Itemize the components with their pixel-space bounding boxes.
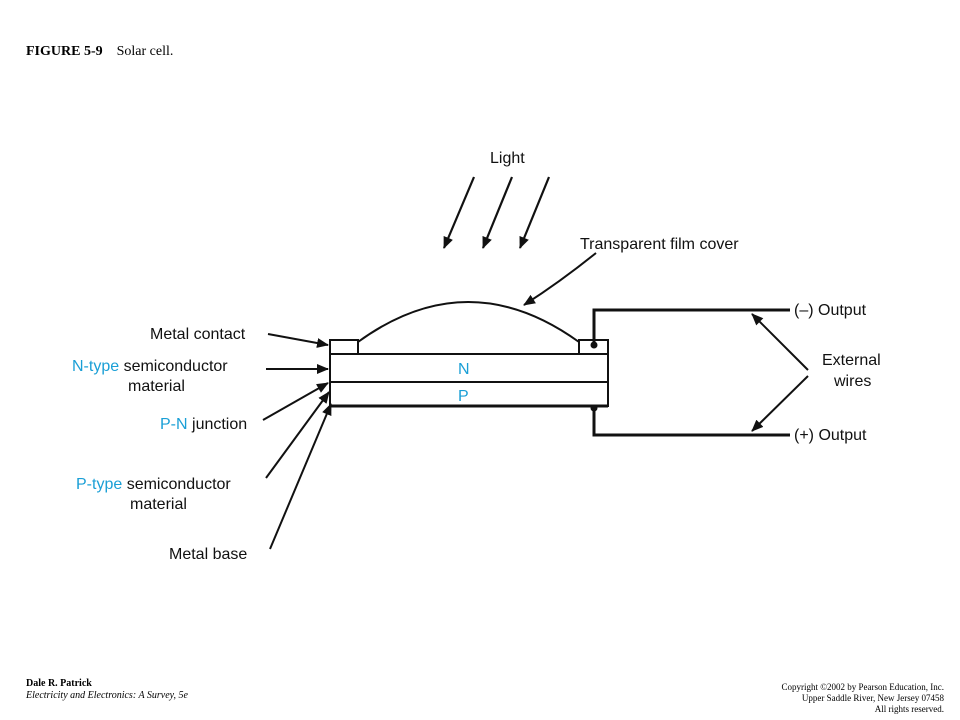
output-positive-label: (+) Output xyxy=(794,427,867,444)
junction-dot-top xyxy=(590,341,598,349)
wire-negative xyxy=(592,308,790,345)
p-type-label-line2: material xyxy=(130,496,187,513)
figure-number: FIGURE 5-9 xyxy=(26,44,103,59)
external-wires-label-1: External xyxy=(822,352,881,369)
n-layer-label: N xyxy=(458,361,470,378)
output-negative-label: (–) Output xyxy=(794,302,867,319)
light-ray-1 xyxy=(442,176,476,249)
arrow-film-cover xyxy=(523,252,597,306)
footer-credit: Dale R. Patrick Electricity and Electron… xyxy=(26,678,188,702)
metal-contact-label: Metal contact xyxy=(150,326,246,343)
n-type-word: N-type xyxy=(72,358,119,375)
film-cover-label: Transparent film cover xyxy=(580,236,739,253)
external-wires-label-2: wires xyxy=(833,373,871,390)
footer-rights: All rights reserved. xyxy=(874,704,944,714)
leader-arrows xyxy=(262,252,809,550)
arrow-p-type xyxy=(265,391,330,479)
metal-contact-left xyxy=(329,339,359,355)
n-type-label: N-type semiconductor xyxy=(72,358,228,375)
p-type-word: P-type xyxy=(76,476,122,493)
pn-rest: junction xyxy=(188,416,248,433)
footer-book: Electricity and Electronics: A Survey, 5… xyxy=(26,690,188,701)
wire-positive xyxy=(592,406,790,437)
p-type-label: P-type semiconductor xyxy=(76,476,231,493)
junction-dot-bottom xyxy=(590,404,598,412)
arrow-pn-junction xyxy=(262,382,329,421)
transparent-film-dome xyxy=(357,301,580,343)
figure-title: Solar cell. xyxy=(116,44,174,59)
light-rays xyxy=(442,176,551,249)
pn-word: P-N xyxy=(160,416,188,433)
footer-address: Upper Saddle River, New Jersey 07458 xyxy=(801,693,944,703)
arrow-wire-positive xyxy=(751,375,809,432)
p-layer xyxy=(329,381,609,407)
metal-base-label: Metal base xyxy=(169,546,247,563)
external-wires xyxy=(592,308,790,437)
arrow-metal-base xyxy=(269,403,332,550)
p-type-rest: semiconductor xyxy=(122,476,231,493)
footer-author: Dale R. Patrick xyxy=(26,678,92,689)
n-layer xyxy=(329,353,609,383)
n-type-label-line2: material xyxy=(128,378,185,395)
light-label: Light xyxy=(490,150,525,167)
arrow-wire-negative xyxy=(751,313,809,371)
footer-copyright: Copyright ©2002 by Pearson Education, In… xyxy=(781,682,944,715)
figure-caption: FIGURE 5-9 Solar cell. xyxy=(26,44,173,60)
light-ray-3 xyxy=(518,176,551,249)
light-ray-2 xyxy=(481,176,514,249)
p-layer-label: P xyxy=(458,388,469,405)
footer-copyright-line: Copyright ©2002 by Pearson Education, In… xyxy=(781,682,944,692)
n-type-rest: semiconductor xyxy=(119,358,228,375)
arrow-metal-contact xyxy=(267,333,329,348)
pn-junction-label: P-N junction xyxy=(160,416,247,433)
